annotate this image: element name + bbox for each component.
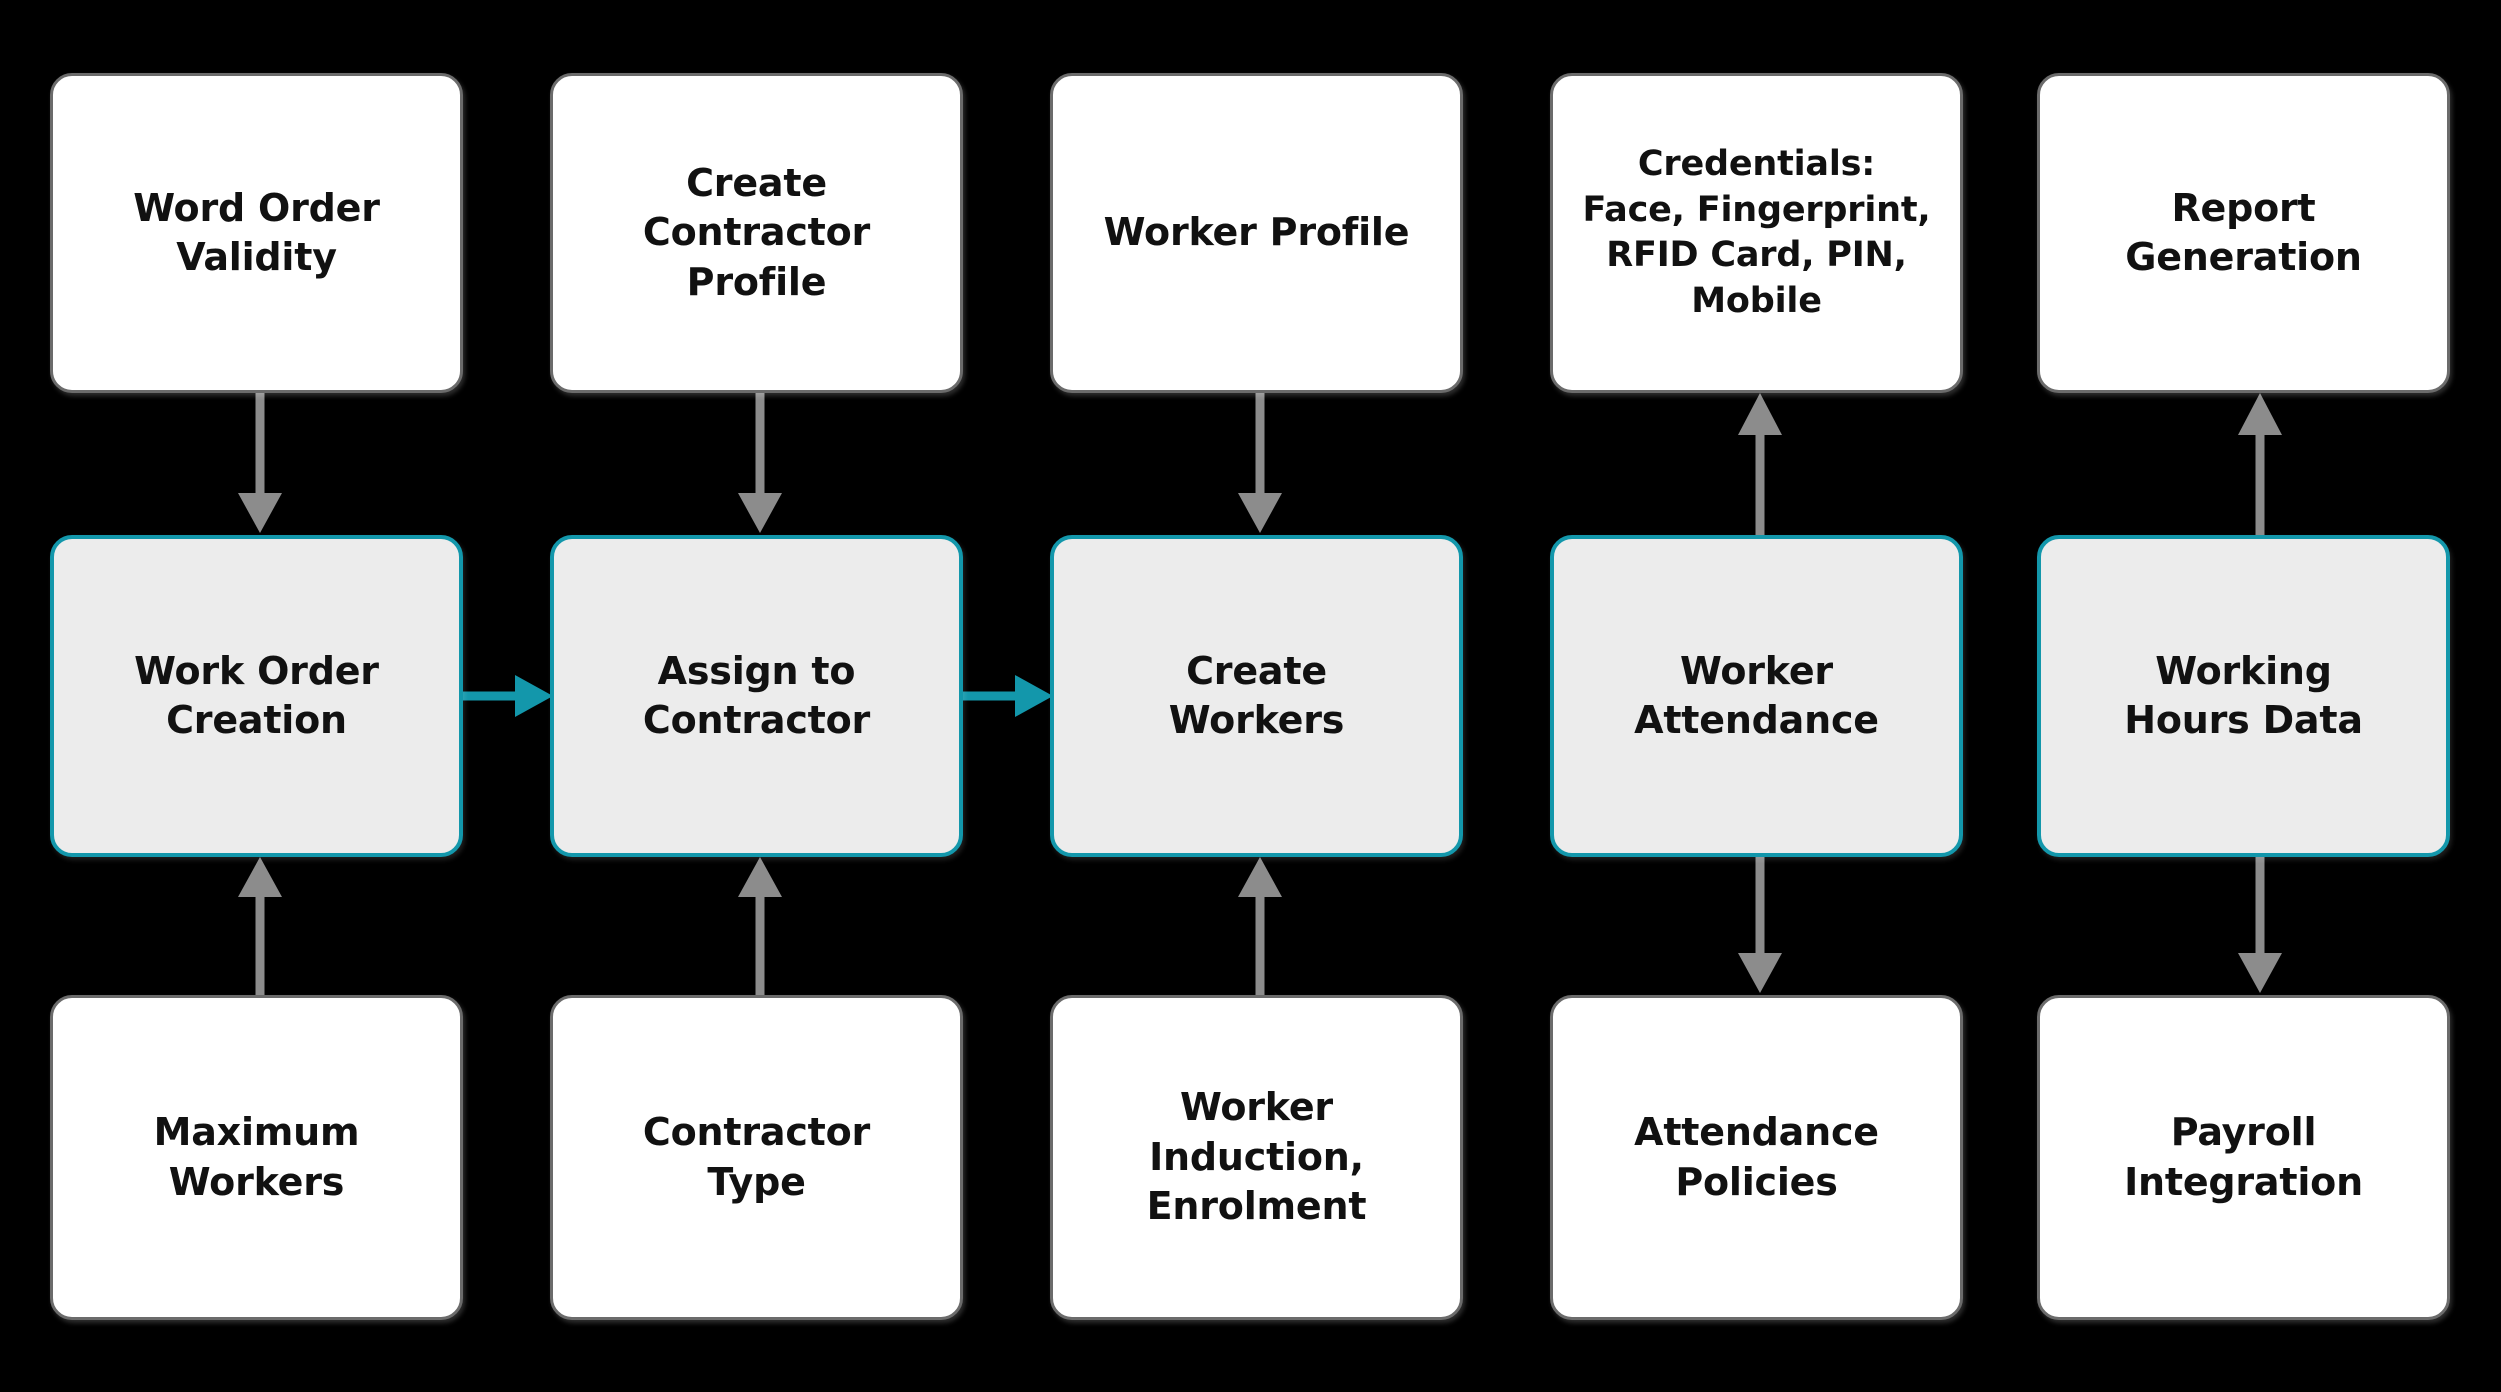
text-line: Attendance: [1634, 1110, 1879, 1155]
text-line: Policies: [1675, 1159, 1838, 1204]
text-line: Face, Fingerprint,: [1582, 189, 1931, 230]
text-line: RFID Card, PIN,: [1606, 235, 1907, 275]
connector-work-order-creation-to-assign-to-contractor: [463, 666, 555, 726]
node-payroll-integration-label: Payroll Integration: [2054, 1108, 2433, 1207]
text-line: Creation: [166, 698, 347, 742]
text-line: Create: [1186, 648, 1327, 693]
text-line: Contractor: [642, 1110, 871, 1155]
text-line: Mobile: [1691, 280, 1822, 321]
connector-worker-induction-to-create-workers: [1230, 857, 1290, 995]
node-worker-attendance-label: Worker Attendance: [1568, 647, 1945, 746]
connector-worker-attendance-to-attendance-policies: [1730, 857, 1790, 995]
text-line: Generation: [2125, 235, 2362, 279]
text-line: Working: [2155, 648, 2332, 693]
node-create-workers-label: Create Workers: [1068, 647, 1445, 746]
node-report-generation[interactable]: Report Generation: [2037, 73, 2450, 393]
node-report-generation-label: Report Generation: [2054, 184, 2433, 283]
text-line: Work Order: [134, 648, 379, 693]
node-word-order-validity[interactable]: Word Order Validity: [50, 73, 463, 393]
connector-working-hours-data-to-report-generation: [2230, 393, 2290, 535]
node-credentials[interactable]: Credentials: Face, Fingerprint, RFID Car…: [1550, 73, 1963, 393]
text-line: Enrolment: [1146, 1184, 1367, 1229]
node-worker-profile[interactable]: Worker Profile: [1050, 73, 1463, 393]
node-payroll-integration[interactable]: Payroll Integration: [2037, 995, 2450, 1320]
text-line: Credentials:: [1637, 144, 1876, 184]
connector-worker-attendance-to-credentials: [1730, 393, 1790, 535]
node-attendance-policies[interactable]: Attendance Policies: [1550, 995, 1963, 1320]
text-line: Validity: [176, 235, 337, 279]
node-worker-induction-enrolment[interactable]: Worker Induction, Enrolment: [1050, 995, 1463, 1320]
text-line: Worker Induction,: [1149, 1085, 1364, 1179]
node-work-order-creation[interactable]: Work Order Creation: [50, 535, 463, 857]
connector-contractor-type-to-assign-to-contractor: [730, 857, 790, 995]
node-create-workers[interactable]: Create Workers: [1050, 535, 1463, 857]
connector-working-hours-data-to-payroll-integration: [2230, 857, 2290, 995]
connector-worker-profile-to-create-workers: [1230, 393, 1290, 535]
text-line: Workers: [1168, 698, 1345, 742]
node-maximum-workers[interactable]: Maximum Workers: [50, 995, 463, 1320]
node-working-hours-data[interactable]: Working Hours Data: [2037, 535, 2450, 857]
node-create-contractor-profile[interactable]: Create Contractor Profile: [550, 73, 963, 393]
text-line: Worker Profile: [1103, 210, 1410, 255]
connector-maximum-workers-to-work-order-creation: [230, 857, 290, 995]
text-line: Integration: [2124, 1159, 2363, 1204]
text-line: Attendance: [1634, 698, 1879, 742]
text-line: Profile: [686, 259, 827, 304]
text-line: Maximum: [153, 1110, 360, 1155]
node-work-order-creation-label: Work Order Creation: [68, 647, 445, 746]
node-word-order-validity-label: Word Order Validity: [67, 184, 446, 283]
connector-work-order-validity-to-work-order-creation: [230, 393, 290, 535]
text-line: Hours Data: [2124, 698, 2363, 742]
text-line: Create Contractor: [642, 160, 871, 255]
text-line: Workers: [168, 1159, 345, 1204]
node-contractor-type-label: Contractor Type: [567, 1108, 946, 1207]
text-line: Payroll: [2170, 1110, 2317, 1155]
text-line: Type: [707, 1159, 806, 1204]
node-create-contractor-profile-label: Create Contractor Profile: [567, 159, 946, 307]
text-line: Contractor: [642, 698, 871, 742]
node-worker-attendance[interactable]: Worker Attendance: [1550, 535, 1963, 857]
node-worker-profile-label: Worker Profile: [1067, 208, 1446, 257]
node-contractor-type[interactable]: Contractor Type: [550, 995, 963, 1320]
node-attendance-policies-label: Attendance Policies: [1567, 1108, 1946, 1207]
connector-create-contractor-profile-to-assign-to-contractor: [730, 393, 790, 535]
node-credentials-label: Credentials: Face, Fingerprint, RFID Car…: [1567, 142, 1946, 324]
node-worker-induction-enrolment-label: Worker Induction, Enrolment: [1067, 1083, 1446, 1231]
text-line: Assign to: [657, 648, 856, 693]
text-line: Word Order: [133, 185, 380, 230]
node-assign-to-contractor-label: Assign to Contractor: [568, 647, 945, 746]
connector-assign-to-contractor-to-create-workers: [963, 666, 1055, 726]
node-working-hours-data-label: Working Hours Data: [2055, 647, 2432, 746]
node-maximum-workers-label: Maximum Workers: [67, 1108, 446, 1207]
text-line: Worker: [1680, 648, 1833, 693]
text-line: Report: [2171, 185, 2316, 230]
node-assign-to-contractor[interactable]: Assign to Contractor: [550, 535, 963, 857]
